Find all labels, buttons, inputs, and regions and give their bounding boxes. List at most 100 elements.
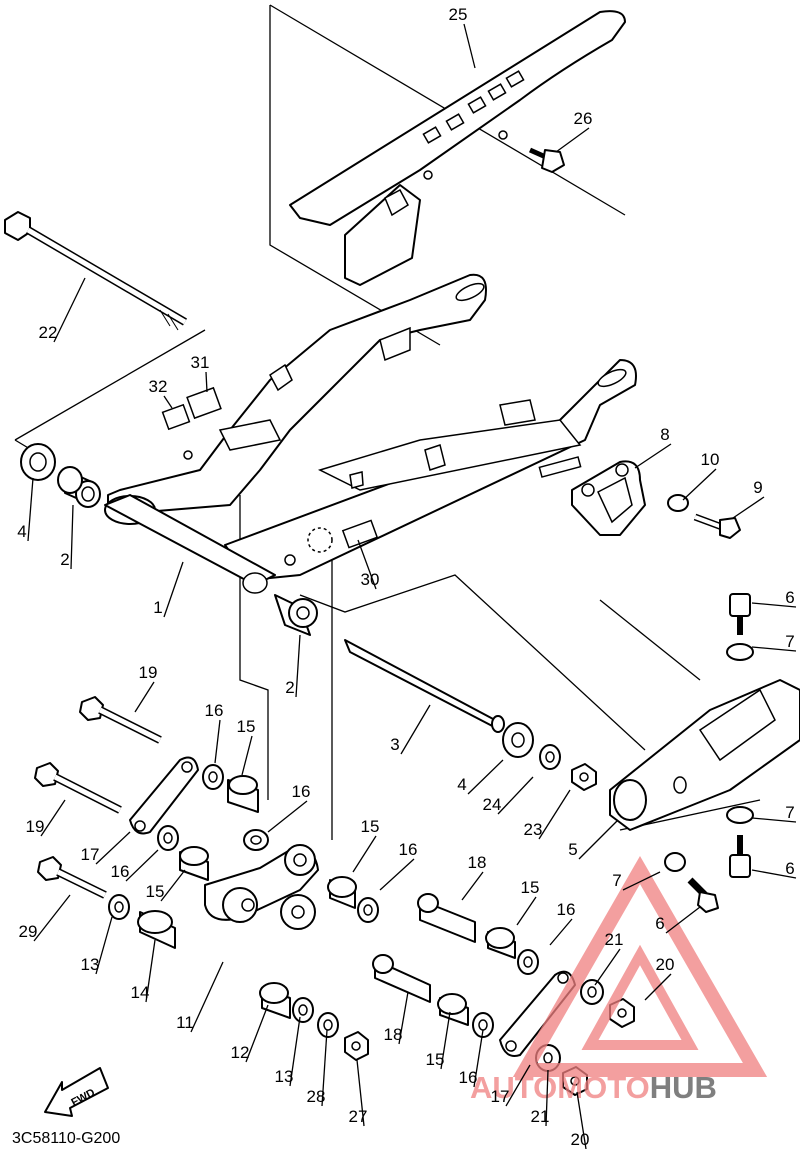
- callout-label: 17: [491, 1087, 510, 1106]
- callout-label: 19: [26, 817, 45, 836]
- callout-label: 10: [701, 450, 720, 469]
- leader-line: [356, 1059, 365, 1127]
- callout-label: 24: [483, 795, 502, 814]
- callout-label: 4: [17, 522, 26, 541]
- leader-line: [357, 539, 377, 590]
- callout-label: 27: [349, 1107, 368, 1126]
- callout-label: 7: [785, 632, 794, 651]
- leader-line: [463, 23, 476, 69]
- callout-label: 15: [521, 878, 540, 897]
- callout-label: 6: [655, 914, 664, 933]
- leader-line: [538, 789, 571, 840]
- callout-label: 16: [557, 900, 576, 919]
- leader-line: [295, 634, 301, 698]
- leader-line: [682, 468, 717, 501]
- leader-line: [594, 948, 621, 986]
- callout-label: 28: [307, 1087, 326, 1106]
- bushings-left: [20, 443, 101, 508]
- leader-line: [125, 849, 159, 882]
- leader-line: [267, 800, 308, 833]
- leader-line: [751, 817, 797, 823]
- leader-line: [440, 1011, 451, 1070]
- leader-line: [145, 939, 156, 1003]
- bolt-29-collars: [37, 856, 176, 949]
- callout-label: 14: [131, 983, 150, 1002]
- callout-label: 20: [571, 1130, 590, 1149]
- callout-label: 4: [457, 775, 466, 794]
- callout-label: 15: [237, 717, 256, 736]
- bolt-26: [528, 147, 565, 173]
- bolts-19-link-17: [34, 696, 199, 835]
- callout-label: 31: [191, 353, 210, 372]
- lower-left-collars: [259, 982, 369, 1061]
- leader-line: [634, 443, 672, 469]
- leader-line: [95, 831, 131, 865]
- watermark-logo: AUTOMOTOHUB: [470, 855, 768, 1105]
- leader-line: [751, 646, 797, 652]
- leader-line: [321, 1029, 328, 1107]
- callout-label: 18: [468, 853, 487, 872]
- callout-label: 11: [176, 1013, 194, 1032]
- callout-label: 16: [459, 1068, 478, 1087]
- callout-label: 26: [574, 109, 593, 128]
- leader-line: [134, 681, 155, 713]
- callout-label: 21: [531, 1107, 550, 1126]
- leader-line: [467, 759, 504, 795]
- chain-puller-8: [571, 460, 741, 539]
- leader-line: [549, 918, 573, 946]
- swingarm: [104, 273, 637, 594]
- callout-label: 30: [361, 570, 380, 589]
- leader-line: [555, 127, 590, 153]
- callout-label: 6: [785, 859, 794, 878]
- callout-label: 29: [19, 922, 38, 941]
- callout-label: 21: [605, 930, 624, 949]
- leader-line: [461, 871, 484, 901]
- leader-line: [190, 961, 224, 1033]
- leader-line: [398, 991, 409, 1045]
- callout-label: 32: [149, 377, 168, 396]
- callout-label: 17: [81, 845, 100, 864]
- leader-line: [400, 704, 431, 755]
- watermark-text-moto: MOTO: [557, 1070, 649, 1105]
- watermark-text-auto: AUTO: [470, 1070, 557, 1105]
- pivot-shaft-3: [274, 594, 597, 791]
- leader-line: [644, 973, 672, 1001]
- leader-line: [40, 799, 66, 837]
- callout-label: 18: [384, 1025, 403, 1044]
- leader-line: [505, 1064, 531, 1107]
- leader-line: [53, 277, 86, 343]
- leader-line: [516, 896, 537, 926]
- callout-label: 22: [39, 323, 58, 342]
- svg-text:AUTOMOTOHUB: AUTOMOTOHUB: [470, 1070, 717, 1105]
- callout-label: 15: [361, 817, 380, 836]
- callout-label: 16: [399, 840, 418, 859]
- callout-label: 19: [139, 663, 158, 682]
- leader-line: [33, 894, 71, 942]
- callout-label: 9: [753, 478, 762, 497]
- leader-line: [245, 1004, 269, 1063]
- callout-label: 15: [146, 882, 165, 901]
- leader-line: [205, 371, 208, 393]
- leader-line: [214, 719, 221, 764]
- callout-label: 16: [205, 701, 224, 720]
- leader-line: [665, 906, 701, 934]
- leader-line: [751, 602, 797, 608]
- callout-label: 5: [568, 840, 577, 859]
- leader-line: [352, 835, 377, 873]
- leader-line: [95, 916, 113, 975]
- leader-line: [576, 1091, 587, 1149]
- callout-label: 3: [390, 735, 399, 754]
- callout-label: 6: [785, 588, 794, 607]
- callout-label: 16: [111, 862, 130, 881]
- callout-label: 7: [612, 871, 621, 890]
- pivot-bolt-22: [4, 211, 188, 331]
- lower-right-collars: [327, 876, 539, 1038]
- callout-label: 23: [524, 820, 543, 839]
- callout-label: 20: [656, 955, 675, 974]
- callout-label: 7: [785, 803, 794, 822]
- leader-line: [545, 1069, 549, 1127]
- leader-line: [241, 735, 253, 776]
- leader-line: [732, 496, 765, 519]
- callout-label: 1: [153, 598, 162, 617]
